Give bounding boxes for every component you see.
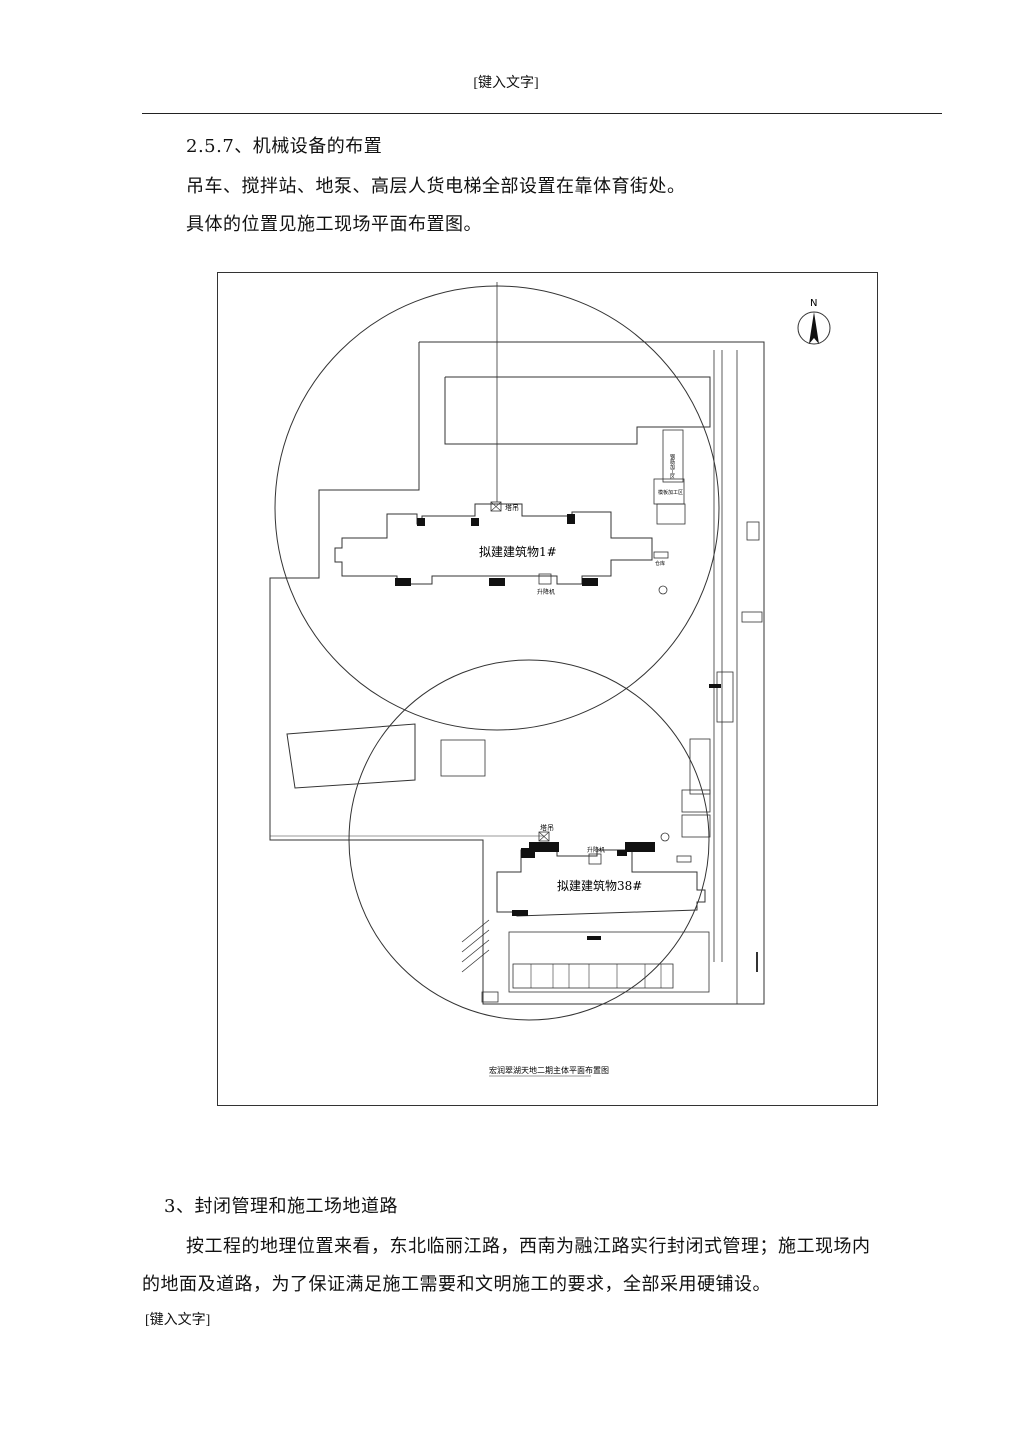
section-257-paragraph-1: 吊车、搅拌站、地泵、高层人货电梯全部设置在靠体育街处。 <box>186 176 686 197</box>
site-plan-drawing: N 拟建建筑物1# 塔吊 升降机 钢筋加工区 模板加工区 仓库 <box>217 272 878 1106</box>
section-257-title: 2.5.7、机械设备的布置 <box>186 136 383 157</box>
mixer-icon <box>709 684 721 688</box>
gate-lower <box>481 991 499 1003</box>
north-arrow-icon: N <box>797 298 831 345</box>
building-38-label: 拟建建筑物38# <box>557 878 642 893</box>
building-38-mark-4 <box>617 850 627 856</box>
lift-1-icon <box>538 573 552 585</box>
figure-caption: 宏润翠湖天地二期主体平面布置图 <box>489 1065 609 1075</box>
building-1-label: 拟建建筑物1# <box>479 544 557 559</box>
section-3-paragraph-line-2: 的地面及道路，为了保证满足施工需要和文明施工的要求，全部采用硬铺设。 <box>142 1274 771 1295</box>
crane-2-label: 塔吊 <box>540 823 554 832</box>
formwork-area-label: 模板加工区 <box>658 489 683 496</box>
crane-1-icon <box>490 501 502 512</box>
lift-2-icon <box>588 853 602 865</box>
site-boundary <box>269 341 765 1005</box>
building-1-mark-5 <box>489 578 505 586</box>
office-block <box>716 671 734 723</box>
crane-1-label: 塔吊 <box>505 503 519 512</box>
parking-area <box>461 919 490 973</box>
page-footer: [键入文字] <box>145 1313 211 1328</box>
pump-1-icon <box>658 585 668 595</box>
existing-inner-block <box>440 739 486 777</box>
section-3-title: 3、封闭管理和施工场地道路 <box>164 1196 398 1217</box>
storage-label: 仓库 <box>655 560 665 567</box>
building-38-mark-2 <box>529 842 559 852</box>
material-area <box>656 503 686 525</box>
section-3-paragraph-line-1: 按工程的地理位置来看，东北临丽江路，西南为融江路实行封闭式管理；施工现场内 <box>186 1236 871 1257</box>
building-38-mark-1 <box>521 848 535 858</box>
crane-2-icon <box>538 831 550 842</box>
building-1-outline <box>334 503 653 585</box>
lift-1-label: 升降机 <box>537 588 555 596</box>
building-38-mark-5 <box>512 910 528 916</box>
lower-facility-strip <box>508 931 710 993</box>
building-1-mark-6 <box>582 578 598 586</box>
lower-offices <box>512 963 674 989</box>
rebar-area-2 <box>689 738 711 795</box>
rebar-area-label: 钢筋加工区 <box>669 453 675 479</box>
header-rule <box>142 113 942 114</box>
building-1-mark-4 <box>395 578 411 586</box>
pump-2-icon <box>660 832 670 842</box>
building-1-mark-3 <box>567 514 575 524</box>
building-1-mark-1 <box>417 518 425 526</box>
lift-2-label: 升降机 <box>587 846 605 854</box>
existing-building-top <box>444 376 711 445</box>
generator-icon <box>587 936 601 940</box>
building-38-mark-3 <box>625 842 655 852</box>
building-1-mark-2 <box>471 518 479 526</box>
gate-house <box>741 611 763 623</box>
formwork-area-2 <box>681 789 711 813</box>
existing-building-left <box>286 723 416 789</box>
material-area-2 <box>681 814 711 838</box>
figure-frame <box>217 272 878 1106</box>
guard-house <box>746 521 760 541</box>
north-label: N <box>810 298 817 309</box>
page-header: [键入文字] <box>473 76 539 91</box>
site-plan-figure: N 拟建建筑物1# 塔吊 升降机 钢筋加工区 模板加工区 仓库 <box>217 272 878 1106</box>
rebar-area <box>662 429 684 483</box>
storage-2-icon <box>676 855 692 863</box>
storage-icon <box>653 551 669 559</box>
section-257-paragraph-2: 具体的位置见施工现场平面布置图。 <box>186 214 482 235</box>
